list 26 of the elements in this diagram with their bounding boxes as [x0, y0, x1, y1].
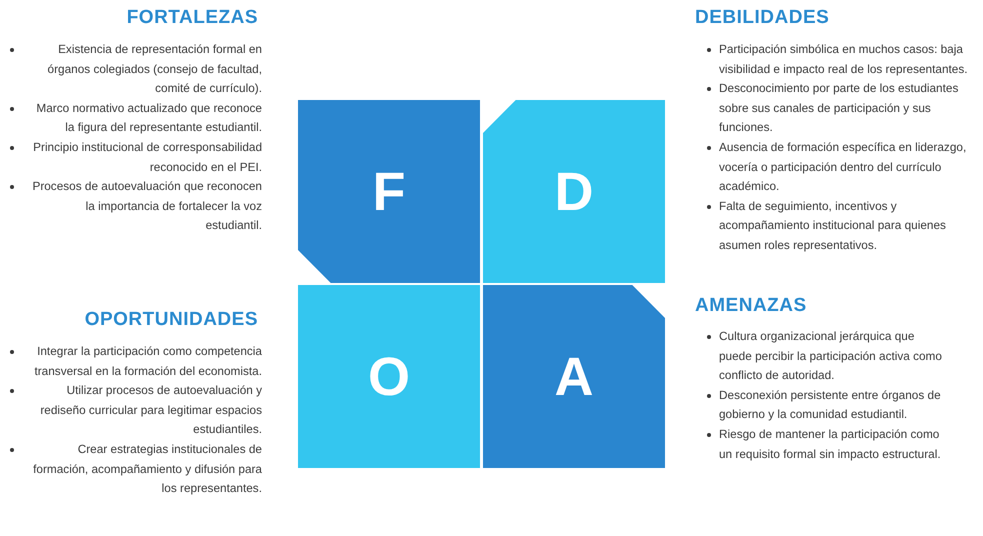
bullet-point: Procesos de autoevaluación que reconocen la importancia de fortalecer la voz estudiantil.: [32, 179, 262, 232]
section-heading: FORTALEZAS: [126, 7, 258, 29]
bullet-point: Crear estrategias institucionales de formación, acompañamiento y difusión para los representantes.: [33, 442, 262, 496]
bullet-point: Marco normativo actualizado que reconoce la figura del representante estudiantil.: [36, 100, 262, 134]
bullet-point: Participación simbólica en muchos casos: baja visibilidad e impacto real de los representantes.: [719, 42, 968, 76]
bullet-point: Existencia de representación formal en órganos colegiados (consejo de facultad, comité de currículo).: [48, 42, 262, 96]
bullet-point: Utilizar procesos de autoevaluación y rediseño curricular para legitimar espacios estudiantiles.: [40, 383, 262, 436]
quadrant-letter: F: [372, 164, 406, 218]
quadrant-tile: [298, 100, 480, 283]
bullet-point: Cultura organizacional jerárquica que puede percibir la participación activa como conflicto de autoridad.: [719, 329, 942, 382]
bullet-point: Principio institucional de corresponsabilidad reconocido en el PEI.: [33, 140, 262, 174]
quadrant-tile: [483, 100, 665, 283]
quadrant-letter: D: [554, 164, 594, 218]
bullet-point: Integrar la participación como competencia transversal en la formación del economista.: [34, 344, 262, 378]
quadrant-letter: O: [368, 350, 410, 404]
bullet-point: Falta de seguimiento, incentivos y acompañamiento institucional para quienes asumen roles representativos.: [719, 198, 946, 252]
quadrant-letter: A: [554, 350, 594, 404]
bullet-point: Ausencia de formación específica en liderazgo, vocería o participación dentro del currículo académico.: [719, 140, 966, 194]
bullet-point: Desconocimiento por parte de los estudiantes sobre sus canales de participación y sus funciones.: [719, 81, 958, 134]
bullet-point: Riesgo de mantener la participación como un requisito formal sin impacto estructural.: [719, 426, 941, 461]
section-heading: DEBILIDADES: [695, 7, 830, 29]
section-heading: OPORTUNIDADES: [84, 309, 258, 331]
bullet-point: Desconexión persistente entre órganos de gobierno y la comunidad estudiantil.: [719, 388, 941, 422]
quadrant-tile: [483, 285, 665, 468]
quadrant-tile: [298, 285, 480, 468]
section-heading: AMENAZAS: [695, 295, 807, 317]
